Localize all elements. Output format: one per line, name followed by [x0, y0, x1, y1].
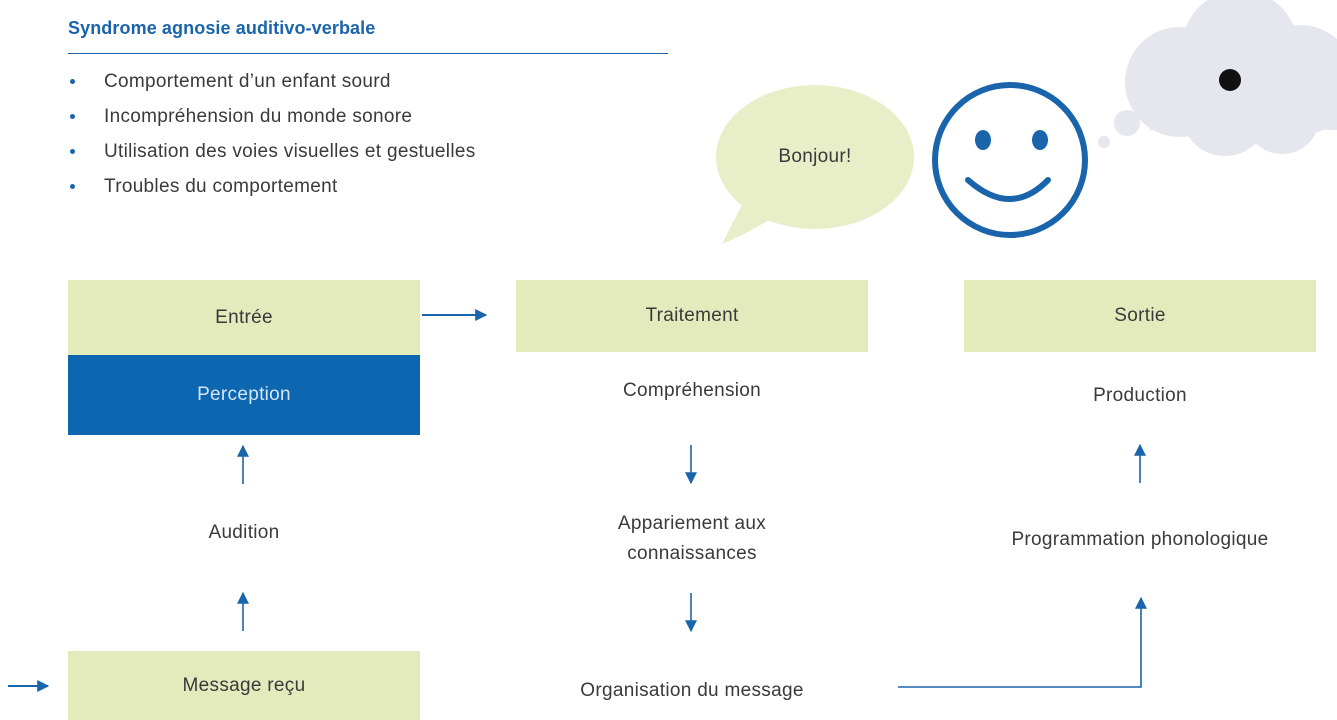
speech-bubble: [716, 85, 914, 244]
symptom-text: Incompréhension du monde sonore: [104, 106, 413, 127]
entree-header-box: Entrée: [68, 280, 420, 355]
symptom-item: Troubles du comportement: [68, 169, 476, 204]
thought-bubble-medium: [1114, 110, 1140, 136]
bullet-icon: [70, 184, 75, 189]
symptom-list: Comportement d’un enfant sourd Incompréh…: [68, 64, 476, 204]
production-label: Production: [1093, 385, 1187, 406]
symptom-text: Troubles du comportement: [104, 176, 338, 197]
sortie-header-box: Sortie: [964, 280, 1316, 352]
traitement-header-box: Traitement: [516, 280, 868, 352]
symptom-item: Comportement d’un enfant sourd: [68, 64, 476, 99]
appariement-line-1: Appariement aux: [617, 513, 767, 534]
title-divider: [68, 53, 668, 54]
organisation-label: Organisation du message: [580, 680, 804, 701]
thought-dot-icon: [1219, 69, 1241, 91]
symptom-item: Incompréhension du monde sonore: [68, 99, 476, 134]
appariement-line-2: connaissances: [627, 543, 757, 564]
message-recu-box: Message reçu: [68, 651, 420, 720]
bullet-icon: [70, 114, 75, 119]
bullet-icon: [70, 79, 75, 84]
comprehension-label: Compréhension: [622, 380, 762, 401]
diagram-title: Syndrome agnosie auditivo-verbale: [68, 18, 376, 38]
perception-box: Perception: [68, 355, 420, 435]
symptom-text: Comportement d’un enfant sourd: [104, 71, 391, 92]
audition-label: Audition: [208, 522, 280, 543]
thought-bubble-small: [1098, 136, 1110, 148]
speech-bubble-text: Bonjour!: [778, 146, 852, 167]
thought-cloud: [1125, 0, 1337, 156]
symptom-item: Utilisation des voies visuelles et gestu…: [68, 134, 476, 169]
symptom-text: Utilisation des voies visuelles et gestu…: [104, 141, 476, 162]
programmation-label: Programmation phonologique: [1011, 529, 1269, 550]
smiley-face-icon: [932, 82, 1088, 238]
bullet-icon: [70, 149, 75, 154]
appariement-label: Appariement aux connaissances: [516, 509, 868, 569]
connector-organisation-to-programmation: [898, 596, 1147, 688]
